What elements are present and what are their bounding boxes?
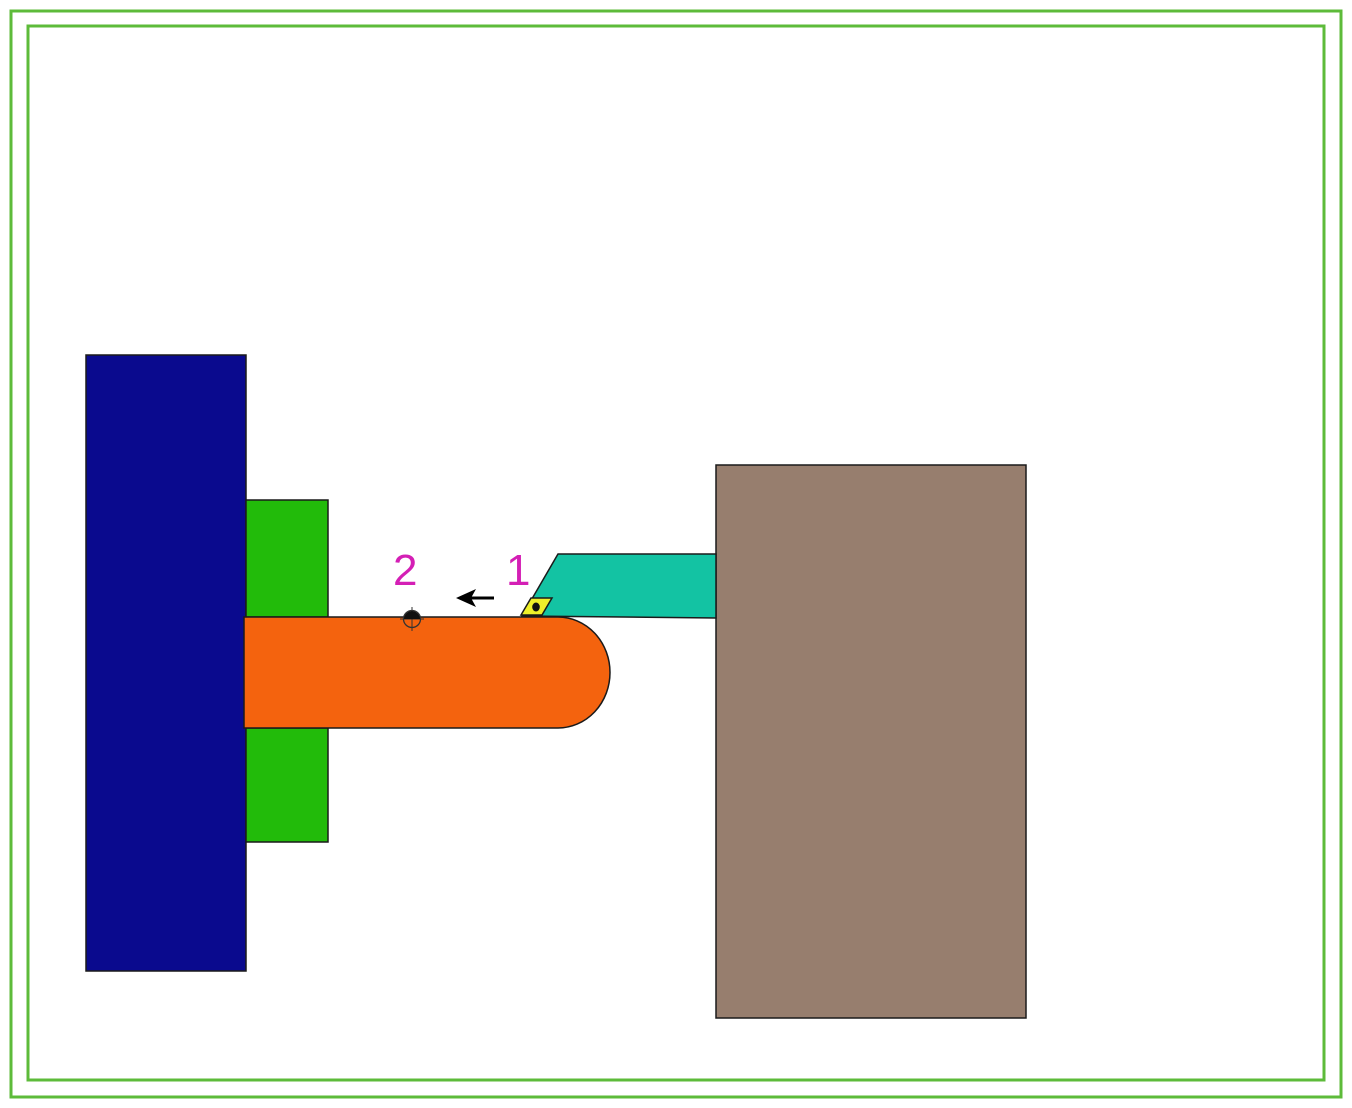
inner-frame [26, 24, 1326, 1082]
point-label-1: 1 [506, 546, 530, 595]
arrow-left-icon [456, 589, 494, 607]
tool-turret [715, 464, 1027, 1019]
insert-screw [532, 602, 540, 612]
point-label-2: 2 [393, 546, 417, 595]
chuck-body [85, 354, 247, 972]
chuck-jaw-upper [245, 499, 329, 618]
outer-frame [9, 9, 1343, 1099]
chuck-jaw-lower [245, 727, 329, 843]
tool-holder [520, 553, 717, 619]
workpiece [243, 616, 611, 729]
crosshair-target-icon [400, 607, 424, 631]
